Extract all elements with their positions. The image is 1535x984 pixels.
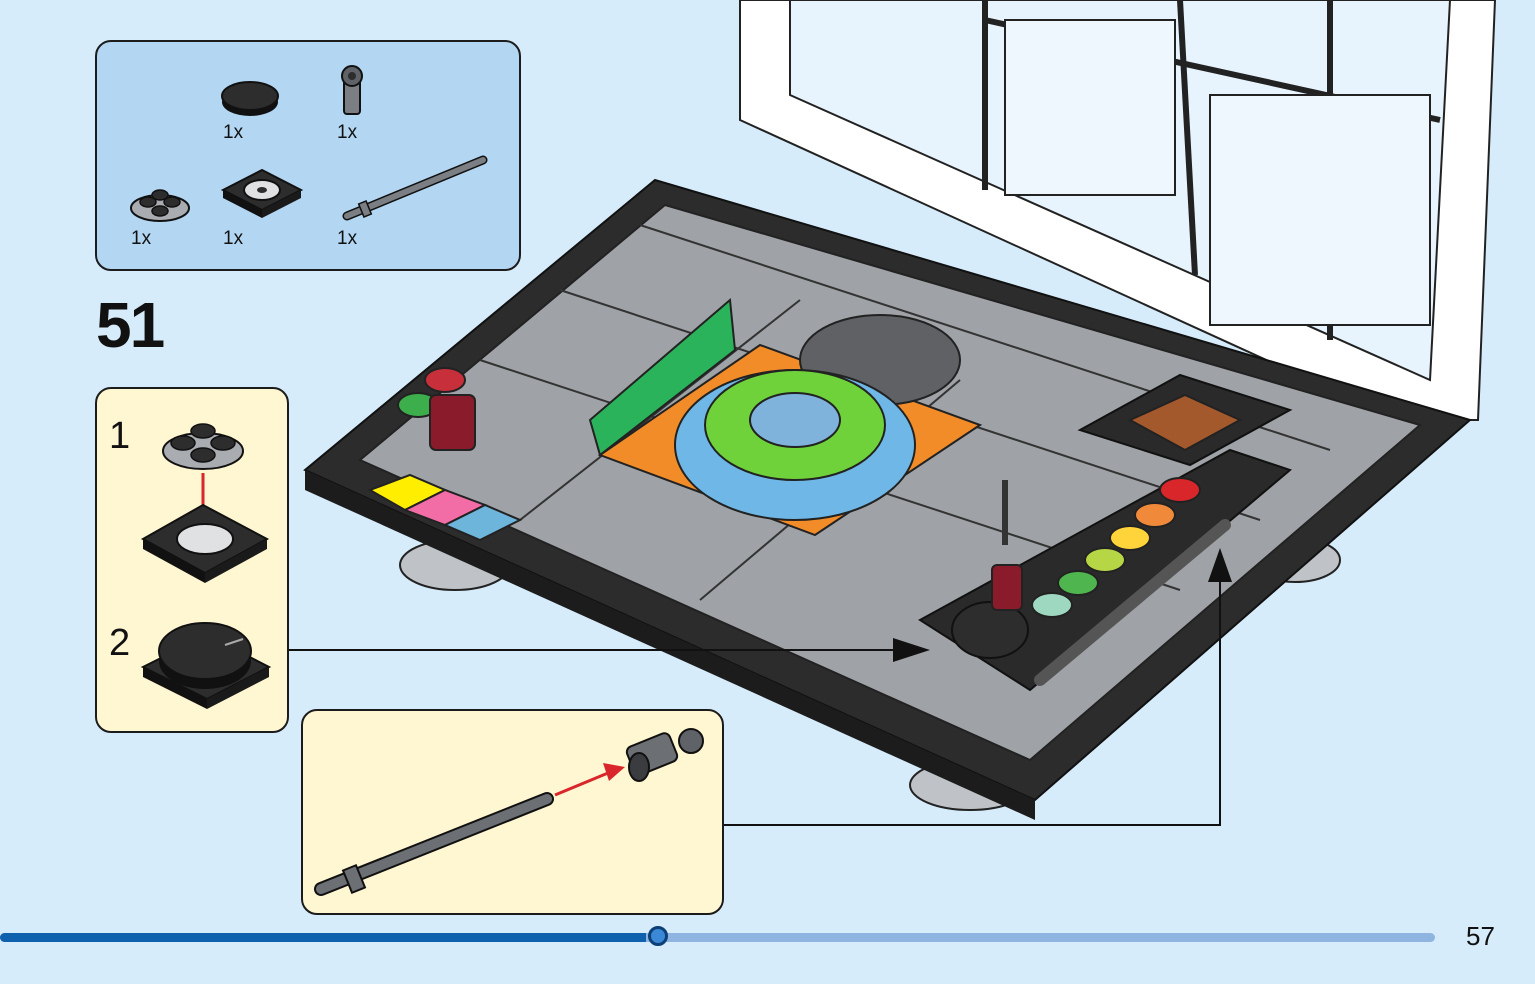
step-number: 51: [96, 289, 165, 361]
turntable-base-icon: [140, 503, 270, 583]
part-quantity: 1x: [223, 228, 244, 249]
substep-number: 1: [109, 415, 131, 457]
left-buttons: [397, 367, 476, 451]
round-plate-studs-icon: [162, 423, 244, 470]
part-quantity: 1x: [337, 228, 358, 249]
round-tile-black-icon: [140, 622, 272, 709]
clip-piece-gray-icon: [341, 65, 363, 115]
progress-track: [0, 933, 1435, 942]
page-number: 57: [1466, 921, 1495, 951]
round-plate-studs-icon: [130, 189, 190, 222]
turntable-base-icon: [220, 168, 304, 218]
bar-assembly-illustration: [314, 728, 704, 896]
substep-number: 2: [109, 622, 131, 664]
round-tile-black-icon: [221, 81, 279, 116]
clip-piece-gray-icon: [625, 728, 704, 782]
callout-connectors: [287, 548, 1232, 826]
part-quantity: 1x: [337, 122, 358, 143]
bar-assembly-panel: [301, 709, 724, 915]
turntable-area: [588, 297, 983, 537]
control-panel: [918, 373, 1293, 692]
substep-panel: 1 2: [95, 387, 289, 733]
substep-illustration: [140, 423, 272, 709]
red-arrow-icon: [554, 763, 625, 797]
window-frame: [739, 0, 1497, 421]
part-quantity: 1x: [131, 228, 152, 249]
color-tiles: [367, 473, 523, 542]
part-quantity: 1x: [223, 122, 244, 143]
progress-knob[interactable]: [648, 926, 668, 946]
parts-list-panel: 1x 1x 1x 1x 1x: [95, 40, 521, 271]
bar-rod-gray-icon: [342, 155, 488, 221]
progress-fill: [0, 933, 646, 942]
bar-rod-gray-icon: [314, 792, 554, 896]
